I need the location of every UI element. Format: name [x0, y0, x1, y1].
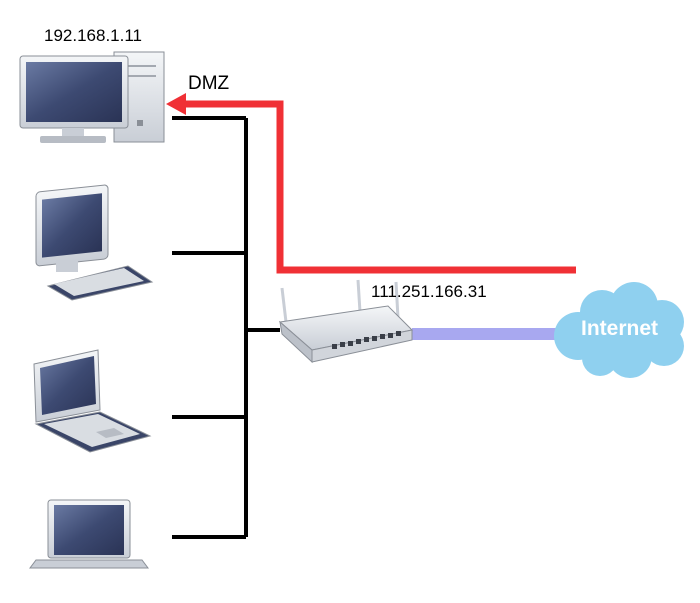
- laptop-icon: [33, 349, 152, 453]
- wan-cable: [412, 328, 556, 340]
- monitor-keyboard-icon: [35, 184, 154, 301]
- desktop-pc-icon: [19, 51, 165, 143]
- dmz-label: DMZ: [188, 73, 230, 94]
- router-icon: [278, 279, 414, 364]
- dmz-path-arrow: [166, 93, 576, 274]
- laptop-icon: [29, 499, 149, 569]
- lan-cables: [172, 116, 280, 539]
- internet-label: Internet: [580, 317, 658, 340]
- cloud-icon: [554, 282, 684, 378]
- wan-ip-label: 111.251.166.31: [371, 282, 487, 301]
- pc-ip-label: 192.168.1.11: [44, 26, 142, 45]
